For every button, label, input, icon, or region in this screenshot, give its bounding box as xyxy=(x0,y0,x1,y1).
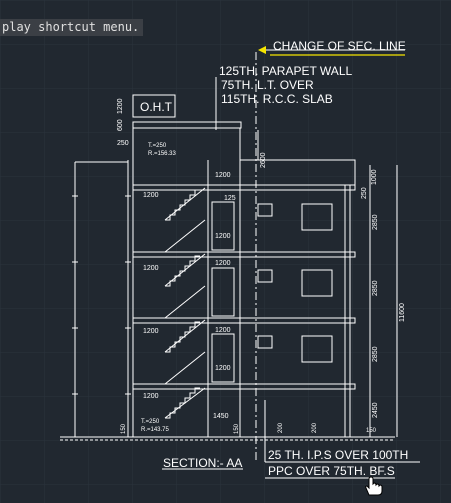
change-of-section-marker xyxy=(258,46,266,54)
dim-200-a: 200 xyxy=(278,422,284,433)
dim-1200-i: 1200 xyxy=(215,365,231,372)
parapet-note-1: 125TH. PARAPET WALL xyxy=(219,64,352,78)
dim-2850-a: 2850 xyxy=(372,214,379,230)
dim-250-left: 250 xyxy=(117,140,129,147)
dim-1450: 1450 xyxy=(213,413,229,420)
parapet-note-2: 75TH. L.T. OVER xyxy=(221,78,314,92)
tank-level-2: R.=156.33 xyxy=(148,151,177,157)
dim-150-a: 150 xyxy=(121,423,127,434)
parapet-note-3: 115TH. R.C.C. SLAB xyxy=(221,92,333,106)
dim-125: 125 xyxy=(224,195,236,202)
oht-label: O.H.T xyxy=(140,100,173,114)
section-title: SECTION:- AA xyxy=(163,456,242,470)
dim-150-c: 150 xyxy=(366,428,377,434)
dim-2600: 2600 xyxy=(260,152,267,168)
dim-1000: 1000 xyxy=(371,169,378,185)
dim-2850-c: 2850 xyxy=(372,346,379,362)
base-level-1: T.=250 xyxy=(141,419,160,425)
dim-1200-d: 1200 xyxy=(143,265,159,272)
dim-11600: 11600 xyxy=(399,303,406,322)
base-level-2: R.=143.75 xyxy=(141,427,170,433)
dim-600: 600 xyxy=(117,119,124,131)
dim-1200-c: 1200 xyxy=(215,233,231,240)
left-markers xyxy=(72,195,131,395)
dim-1200-b: 1200 xyxy=(143,192,159,199)
dim-1200-h: 1200 xyxy=(143,393,159,400)
dim-1200-top: 1200 xyxy=(117,98,124,114)
note-line-2: PPC OVER 75TH. BF.S xyxy=(268,464,395,478)
shortcut-menu-tooltip: play shortcut menu. xyxy=(0,19,144,36)
note-line-1: 25 TH. I.P.S OVER 100TH xyxy=(268,448,408,462)
dim-1200-e: 1200 xyxy=(215,260,231,267)
dim-200-b: 200 xyxy=(312,422,318,433)
dim-1200-f: 1200 xyxy=(143,328,159,335)
dim-2450: 2450 xyxy=(372,402,379,418)
tank-level-1: T.=250 xyxy=(148,143,167,149)
hand-pointer-icon xyxy=(362,475,384,501)
dim-2850-b: 2850 xyxy=(372,280,379,296)
stair-flights xyxy=(164,187,206,419)
change-of-section-label: CHANGE OF SEC. LINE xyxy=(273,39,406,53)
dim-1200-a: 1200 xyxy=(215,172,231,179)
dim-150-b: 150 xyxy=(234,423,240,434)
dim-250-right: 250 xyxy=(361,187,368,199)
section-drawing xyxy=(60,49,420,479)
dim-1200-g: 1200 xyxy=(215,327,231,334)
